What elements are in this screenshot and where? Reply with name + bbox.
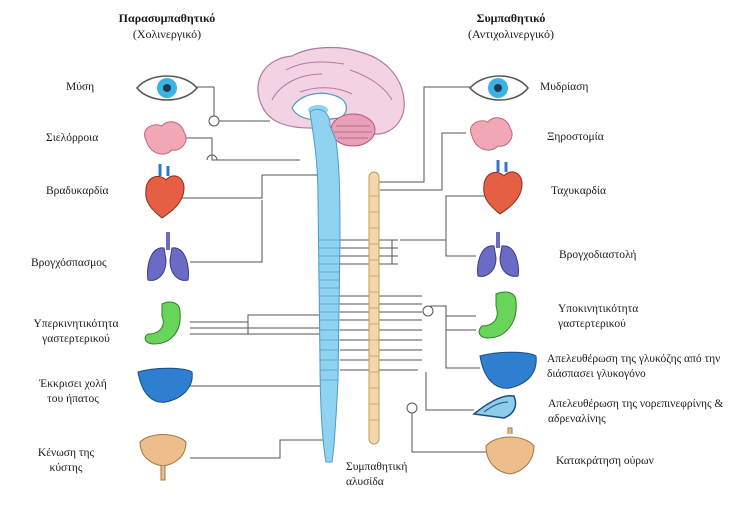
sympathetic-title: Συμπαθητικό — [476, 11, 546, 25]
ganglion-salivary-left — [206, 154, 218, 161]
eye-icon — [469, 75, 529, 101]
stomach-icon — [144, 301, 181, 345]
connector-salivary-right — [380, 132, 466, 191]
parasympathetic-title: Παρασυμπαθητικό — [118, 11, 216, 25]
bladder-icon — [485, 427, 535, 475]
label-bladder-emptying: Κένωση της κύστης — [37, 447, 95, 474]
chain-links — [391, 239, 398, 265]
label-bradycardia: Βραδυκαρδία — [46, 185, 109, 197]
label-miosis: Μύση — [66, 81, 95, 93]
connector-adrenal-right — [425, 372, 474, 411]
sympathetic-chain — [368, 171, 380, 445]
connector-bladder-right — [411, 410, 486, 453]
connector-stomach-right — [430, 305, 476, 331]
parasympathetic-subtitle: (Χολινεργικό) — [132, 27, 202, 41]
label-glucose-release: Απελευθέρωση της γλυκόζης από την διάσπα… — [547, 353, 721, 380]
connector-heart-left — [182, 174, 320, 199]
connector-bladder-left — [190, 439, 325, 459]
salivary-gland-icon — [470, 117, 513, 151]
sympathetic-header: Συμπαθητικό (Αντιχολινεργικό) — [436, 10, 586, 42]
liver-icon — [137, 367, 193, 403]
ganglion-stomach-right — [422, 305, 434, 317]
heart-icon — [145, 164, 185, 219]
connector-lungs-left — [190, 200, 263, 263]
connector-liver-right — [445, 330, 480, 369]
liver-icon — [479, 351, 537, 389]
connector-eye-left — [197, 86, 270, 122]
lungs-icon — [147, 232, 189, 281]
heart-icon — [483, 160, 523, 215]
connector-lungs-right — [445, 240, 476, 257]
sympathetic-subtitle: (Αντιχολινεργικό) — [468, 27, 554, 41]
label-tachycardia: Ταχυκαρδία — [551, 185, 607, 197]
eye-icon — [136, 75, 198, 101]
label-salivation: Σιελόρροια — [46, 132, 99, 144]
nerve-connectors — [182, 86, 486, 459]
connector-stomach-left — [190, 314, 320, 335]
label-bronchospasm: Βρογχόσπασμος — [31, 257, 107, 269]
label-dry-mouth: Ξηροστομία — [547, 131, 604, 143]
label-gi-hypomotility: Υποκινητικότητα γαστερτερικού — [558, 303, 639, 330]
label-norepinephrine-release: Απελευθέρωση της νορεπινεφρίνης & αδρενα… — [548, 398, 724, 425]
spinal-cord — [309, 108, 341, 463]
label-gi-hypermotility: Υπερκινητικότητα γαστερτερικού — [33, 318, 119, 345]
stomach-icon — [478, 291, 517, 339]
ganglion-eye-left — [208, 115, 220, 127]
spine-to-chain-lines — [340, 239, 422, 371]
label-mydriasis: Μυδρίαση — [540, 81, 589, 93]
connector-heart-right — [400, 195, 484, 241]
bladder-icon — [139, 434, 187, 481]
adrenal-gland-icon — [472, 395, 517, 419]
cerebellum — [330, 113, 376, 147]
sympathetic-chain-label: Συμπαθητική αλυσίδα — [346, 461, 408, 488]
connector-eye-right — [378, 86, 470, 183]
ganglion-bladder-right — [406, 402, 418, 414]
connector-salivary-left — [185, 137, 300, 161]
lungs-icon — [477, 232, 519, 277]
parasympathetic-header: Παρασυμπαθητικό (Χολινεργικό) — [92, 10, 242, 42]
label-bile-secretion: Έκκρισει χολή του ήπατος — [39, 378, 107, 405]
salivary-gland-icon — [144, 121, 187, 155]
label-urinary-retention: Κατακράτηση ούρων — [556, 455, 654, 467]
label-bronchodilation: Βρογχοδιαστολή — [559, 249, 637, 261]
